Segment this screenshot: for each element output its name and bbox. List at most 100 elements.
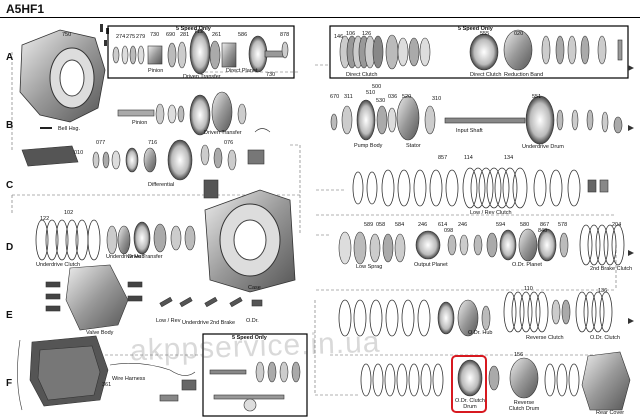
label-drive-transfer: Drive Transfer xyxy=(128,254,163,260)
part-number: 279 xyxy=(136,34,146,40)
part-number: 716 xyxy=(148,140,158,146)
label-low-sprag: Low Sprag xyxy=(356,264,383,270)
label-pinion-b: Pinion xyxy=(132,120,148,126)
part-number: 555 xyxy=(480,31,490,37)
label-od-clutch: O.Dr. Clutch xyxy=(590,335,620,341)
part-number: 275 xyxy=(126,34,136,40)
part-number: 361 xyxy=(102,382,112,388)
part-number: 261 xyxy=(212,32,222,38)
part-number: 520 xyxy=(402,94,412,100)
label-reverse-clutch-drum: Reverse Clutch Drum xyxy=(508,400,540,412)
label-case: Case xyxy=(248,285,261,291)
part-number: 076 xyxy=(224,140,234,146)
part-number: 670 xyxy=(330,94,340,100)
part-number: 156 xyxy=(514,352,524,358)
label-pinion-a: Pinion xyxy=(148,68,164,74)
part-number: 530 xyxy=(376,98,386,104)
box-title-top-left: 5 Speed Only xyxy=(176,26,211,32)
part-number: 246 xyxy=(458,222,468,228)
part-number: 126 xyxy=(362,31,372,37)
part-number: 594 xyxy=(496,222,506,228)
part-number: 058 xyxy=(376,222,386,228)
part-number: 281 xyxy=(180,32,190,38)
row-label-f: F xyxy=(6,378,13,389)
label-sol-low-rev: Low / Rev xyxy=(156,318,181,324)
box-5speed-top-left xyxy=(107,25,295,79)
part-number: 586 xyxy=(238,32,248,38)
row-label-b: B xyxy=(6,120,14,131)
part-number: 136 xyxy=(598,288,608,294)
part-number: 274 xyxy=(116,34,126,40)
part-number: 580 xyxy=(520,222,530,228)
part-number: 246 xyxy=(418,222,428,228)
part-number: 077 xyxy=(96,140,106,146)
label-output-planet: Output Planet xyxy=(414,262,448,268)
label-direct-clutch-drum: Direct Clutch xyxy=(470,72,502,78)
part-number: 102 xyxy=(64,210,74,216)
label-input-shaft: Input Shaft xyxy=(456,128,483,134)
label-direct-clutch-a: Direct Clutch xyxy=(346,72,378,78)
label-driven-transfer-b: Driven Transfer xyxy=(204,130,242,136)
row-label-d: D xyxy=(6,242,14,253)
part-number: 551 xyxy=(532,94,542,100)
row-label-e: E xyxy=(6,310,13,321)
part-number: 114 xyxy=(464,155,473,161)
label-differential: Differential xyxy=(148,182,175,188)
row-label-c: C xyxy=(6,180,14,191)
part-number: 020 xyxy=(514,31,524,37)
part-number: 311 xyxy=(344,94,353,100)
part-number: 690 xyxy=(166,32,176,38)
label-pump-body: Pump Body xyxy=(354,143,383,149)
label-low-rev-clutch: Low / Rev Clutch xyxy=(470,210,512,216)
label-2nd-brake-clutch: 2nd Brake Clutch xyxy=(590,266,633,272)
part-number: 106 xyxy=(346,31,356,37)
label-sol-odr: O.Dr. xyxy=(246,318,259,324)
part-number: 730 xyxy=(150,32,160,38)
label-stator: Stator xyxy=(406,143,421,149)
part-number: 204 xyxy=(612,222,622,228)
part-number: 146 xyxy=(334,34,344,40)
box-title-bottom: 5 Speed Only xyxy=(232,335,267,341)
part-number: 614 xyxy=(438,222,448,228)
label-sol-2nd-brake: 2nd Brake xyxy=(210,320,236,326)
label-od-planet: O.Dr. Planet xyxy=(512,262,542,268)
row-label-a: A xyxy=(6,52,14,63)
part-number: 712 xyxy=(194,29,204,35)
part-number: 867 xyxy=(540,222,550,228)
part-number: 098 xyxy=(444,228,454,234)
part-number: 589 xyxy=(364,222,374,228)
part-number: 510 xyxy=(366,90,376,96)
part-number: 122 xyxy=(40,216,50,222)
part-number: 730 xyxy=(266,72,276,78)
label-sol-underdrive: Underdrive xyxy=(182,320,209,326)
box-5speed-top-right xyxy=(329,25,629,79)
part-number: 134 xyxy=(504,155,514,161)
title-divider xyxy=(0,17,640,18)
label-od-clutch-drum: O.Dr. Clutch Drum xyxy=(455,398,485,410)
part-number: 310 xyxy=(432,96,442,102)
label-wire-harness: Wire Harness xyxy=(112,376,146,382)
part-number: 584 xyxy=(395,222,405,228)
part-number: 036 xyxy=(388,94,398,100)
part-number: 840 xyxy=(538,228,548,234)
highlight-box xyxy=(451,355,487,413)
label-od-hub: O.Dr. Hub xyxy=(468,330,493,336)
label-direct-planet: Direct Planet xyxy=(226,68,258,74)
part-number: 110 xyxy=(524,286,533,292)
label-underdrive-hub: Underdrive Hub xyxy=(106,254,145,260)
box-title-top-right: 5 Speed Only xyxy=(458,26,493,32)
part-number: 750 xyxy=(62,32,72,38)
case-drawing xyxy=(204,189,296,293)
bell-housing xyxy=(19,29,106,129)
part-number: 878 xyxy=(280,32,290,38)
label-reverse-clutch: Reverse Clutch xyxy=(526,335,564,341)
part-number: 010 xyxy=(74,150,84,156)
part-number: 578 xyxy=(558,222,568,228)
label-bell-hsg: Bell Hsg. xyxy=(58,126,81,132)
label-driven-transfer-a: Driven Transfer xyxy=(183,74,221,80)
label-reduction-band: Reduction Band xyxy=(504,72,544,78)
box-5speed-bottom xyxy=(202,333,308,417)
part-number: 500 xyxy=(372,84,382,90)
